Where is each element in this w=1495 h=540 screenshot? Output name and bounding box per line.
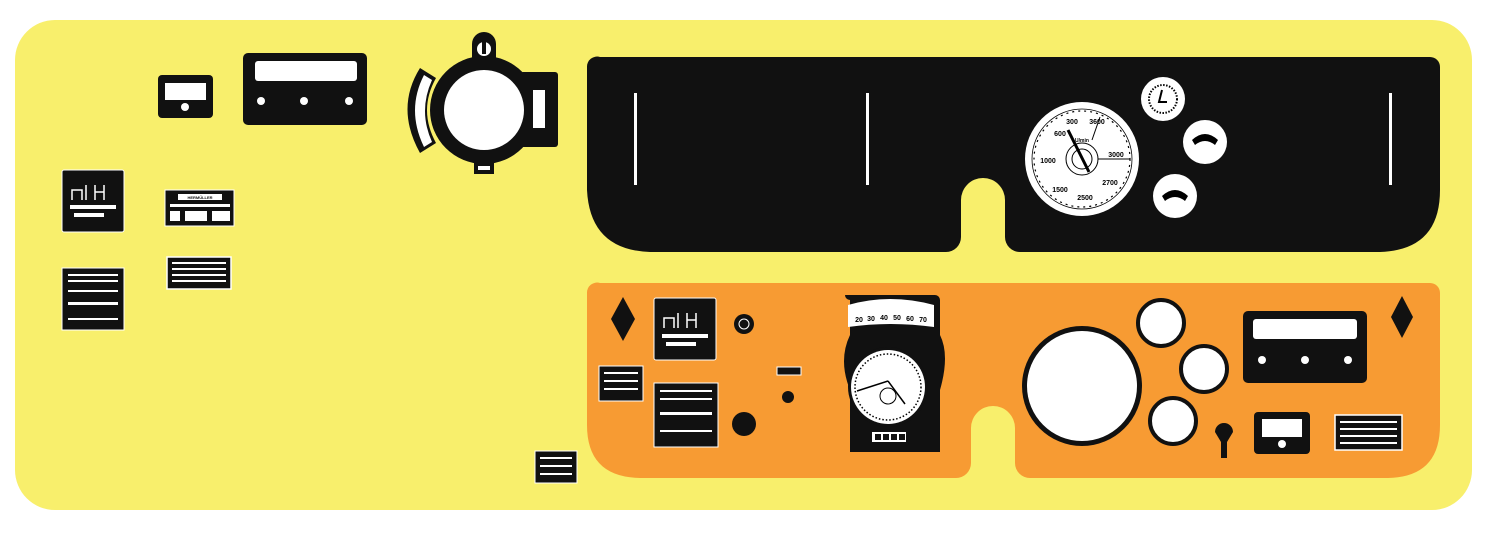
info-plate: [653, 382, 719, 448]
tach-label: 3600: [1089, 119, 1105, 126]
small-meter-orange: [1254, 412, 1310, 454]
radio-panel-orange: [1243, 311, 1367, 383]
speedometer-gauge: 20 30 40 50 60 70: [844, 295, 945, 452]
label-tag: [776, 366, 802, 376]
gear-shift-plate: [653, 297, 717, 361]
temperature-gauge: [1183, 120, 1227, 164]
info-plate: [1334, 414, 1403, 451]
small-meter: [158, 75, 213, 118]
speed-scale-label: 30: [867, 316, 875, 323]
steering-column-bezel: [407, 32, 558, 174]
tach-label: 1500: [1052, 187, 1068, 194]
speed-scale-label: 40: [880, 315, 888, 322]
ignition-knob: [732, 412, 756, 436]
speed-scale-label: 20: [855, 317, 863, 324]
small-gauge-blank: [1148, 396, 1198, 446]
trim-line: [634, 93, 637, 185]
tach-label: 2700: [1102, 180, 1118, 187]
large-gauge-face: [1027, 331, 1137, 441]
clock-gauge: [1141, 77, 1185, 121]
maker-plate-text: HERMÜLLER: [187, 195, 212, 200]
black-dashboard-panel: [586, 56, 1440, 252]
small-gauge-blank: [1136, 298, 1186, 348]
gear-shift-plate: [61, 169, 125, 233]
tach-label: 2500: [1077, 195, 1093, 202]
tachometer-gauge: 300 3600 600 1000 3000 2700 1500 2500 U/…: [1025, 102, 1139, 216]
tach-label: 600: [1054, 131, 1066, 138]
tach-label: 1000: [1040, 158, 1056, 165]
switch-knob: [734, 314, 754, 334]
info-plate: [534, 450, 578, 484]
speed-scale-label: 70: [919, 317, 927, 324]
mount-hole-right: [1391, 296, 1413, 338]
tach-unit: U/min: [1075, 138, 1089, 144]
speed-scale-label: 50: [893, 315, 901, 322]
tach-label: 300: [1066, 119, 1078, 126]
info-plate: [61, 267, 125, 331]
toggle-switch: [1215, 423, 1233, 458]
tach-label: 3000: [1108, 152, 1124, 159]
trim-line: [866, 93, 869, 185]
small-gauge-blank: [1179, 344, 1229, 394]
warning-light: [782, 391, 794, 403]
info-plate: [166, 256, 232, 290]
info-plate: [598, 365, 644, 402]
radio-panel: [243, 53, 367, 125]
trim-line: [1389, 93, 1392, 185]
maker-plate: HERMÜLLER: [164, 189, 235, 227]
mount-hole-left: [611, 297, 635, 341]
oil-pressure-gauge: [1153, 174, 1197, 218]
speed-scale-label: 60: [906, 316, 914, 323]
